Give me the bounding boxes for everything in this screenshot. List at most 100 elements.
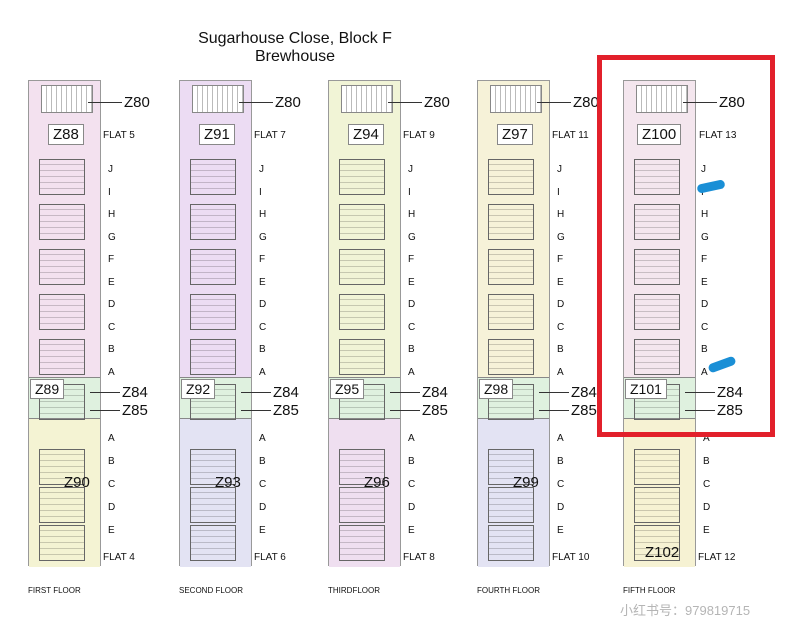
upper-letter: C xyxy=(701,321,709,333)
leader-line xyxy=(239,102,273,103)
lower-zone-label: Z96 xyxy=(364,474,390,491)
upper-letter: F xyxy=(701,254,708,265)
upper-letter: G xyxy=(108,231,116,243)
upper-letter: J xyxy=(701,164,706,175)
room-block xyxy=(488,294,534,330)
upper-letter: J xyxy=(557,164,562,175)
floor-label: FIRST FLOOR xyxy=(28,586,81,595)
stairwell xyxy=(41,85,93,113)
room-block xyxy=(39,249,85,285)
leader-line xyxy=(390,410,420,411)
leader-line xyxy=(683,102,717,103)
lower-letter: E xyxy=(703,525,710,536)
lower-flat-area xyxy=(329,419,400,567)
room-block xyxy=(190,204,236,240)
lower-letter: A xyxy=(703,433,710,444)
leader-line xyxy=(685,392,715,393)
z85-label: Z85 xyxy=(717,402,743,419)
upper-letter: I xyxy=(557,186,560,198)
lower-letter: B xyxy=(259,456,266,467)
z84-label: Z84 xyxy=(422,384,448,401)
lower-letter: A xyxy=(408,433,415,444)
room-block xyxy=(339,449,385,485)
upper-zone-label: Z88 xyxy=(48,124,84,145)
upper-letter: E xyxy=(557,276,564,288)
room-block xyxy=(488,487,534,523)
z85-label: Z85 xyxy=(571,402,597,419)
title-line-1: Sugarhouse Close, Block F xyxy=(198,30,392,47)
lower-zone-label: Z93 xyxy=(215,474,241,491)
room-block xyxy=(488,339,534,375)
lower-letter: B xyxy=(703,456,710,467)
lower-flat-area xyxy=(180,419,251,567)
z84-label: Z84 xyxy=(571,384,597,401)
lower-letter: C xyxy=(108,479,116,490)
leader-line xyxy=(90,392,120,393)
lower-letter: D xyxy=(408,502,416,513)
mid-zone-label: Z98 xyxy=(479,379,514,399)
mid-zone-label: Z101 xyxy=(625,379,667,399)
room-block xyxy=(339,294,385,330)
room-block xyxy=(488,449,534,485)
room-block xyxy=(190,525,236,561)
room-block xyxy=(488,204,534,240)
leader-line xyxy=(537,102,571,103)
room-block xyxy=(190,449,236,485)
lower-letter: A xyxy=(259,433,266,444)
leader-line xyxy=(539,410,569,411)
upper-flat-label: FLAT 9 xyxy=(403,130,435,141)
room-block xyxy=(634,525,680,561)
room-block xyxy=(488,249,534,285)
upper-letter: H xyxy=(557,209,565,220)
stairwell xyxy=(192,85,244,113)
z85-label: Z85 xyxy=(122,402,148,419)
upper-letter: A xyxy=(108,366,115,378)
upper-letter: C xyxy=(259,321,267,333)
room-block xyxy=(39,339,85,375)
leader-line xyxy=(241,392,271,393)
upper-letter: B xyxy=(557,344,564,355)
lower-letter: E xyxy=(108,525,115,536)
floor-label: THIRDFLOOR xyxy=(328,586,380,595)
lower-flat-label: FLAT 10 xyxy=(552,552,590,563)
lower-zone-label: Z99 xyxy=(513,474,539,491)
upper-flat-label: FLAT 5 xyxy=(103,130,135,141)
lower-letter: B xyxy=(108,456,115,467)
leader-line xyxy=(90,410,120,411)
floor-label: FIFTH FLOOR xyxy=(623,586,676,595)
room-block xyxy=(339,204,385,240)
floor-strip xyxy=(179,80,252,567)
upper-zone-label: Z94 xyxy=(348,124,384,145)
upper-letter: F xyxy=(557,254,564,265)
upper-letter: D xyxy=(408,299,416,310)
upper-letter: J xyxy=(408,164,413,175)
lower-letter: D xyxy=(108,502,116,513)
stairwell xyxy=(341,85,393,113)
leader-line xyxy=(539,392,569,393)
upper-letter: E xyxy=(108,276,115,288)
lower-letter: B xyxy=(557,456,564,467)
upper-letter: C xyxy=(557,321,565,333)
room-block xyxy=(190,339,236,375)
z80-label: Z80 xyxy=(275,94,301,111)
room-block xyxy=(634,249,680,285)
lower-letter: D xyxy=(703,502,711,513)
room-block xyxy=(339,249,385,285)
upper-letter: D xyxy=(701,299,709,310)
stairwell xyxy=(636,85,688,113)
leader-line xyxy=(685,410,715,411)
upper-letter: F xyxy=(259,254,266,265)
lower-flat-label: FLAT 6 xyxy=(254,552,286,563)
lower-flat-area xyxy=(29,419,100,567)
floor-label: FOURTH FLOOR xyxy=(477,586,540,595)
upper-letter: A xyxy=(557,366,564,378)
z84-label: Z84 xyxy=(273,384,299,401)
room-block xyxy=(488,525,534,561)
floor-strip xyxy=(623,80,696,567)
upper-letter: I xyxy=(259,186,262,198)
upper-letter: J xyxy=(259,164,264,175)
upper-letter: G xyxy=(408,231,416,243)
upper-letter: B xyxy=(259,344,266,355)
upper-letter: H xyxy=(408,209,416,220)
